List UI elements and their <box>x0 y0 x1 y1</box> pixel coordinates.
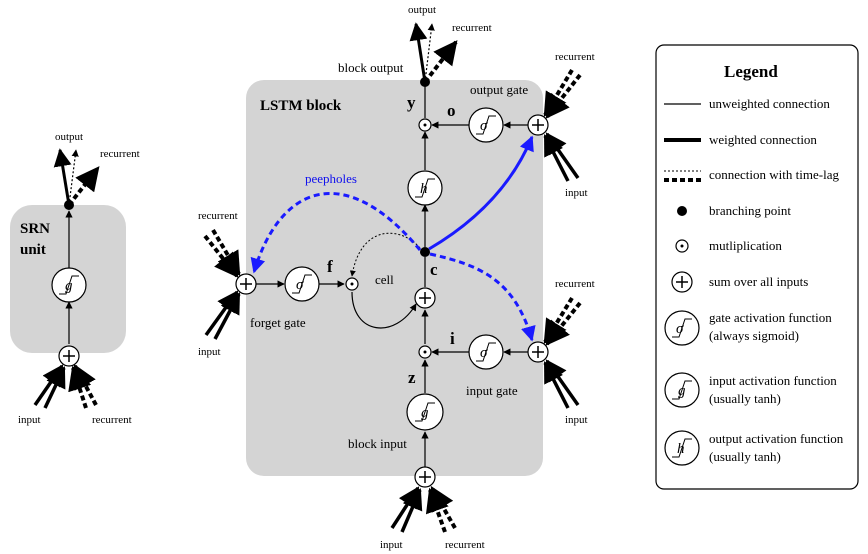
srn-recurrent-bottom-label: recurrent <box>92 414 132 426</box>
cell-branching-point <box>420 247 430 257</box>
legend-branching-point-icon <box>677 206 687 216</box>
srn-recurrent-top-label: recurrent <box>100 148 140 160</box>
srn-title-line2: unit <box>20 242 46 258</box>
lstm-title: LSTM block <box>260 98 342 114</box>
output-h-symbol: h <box>420 181 428 197</box>
srn-title-line1: SRN <box>20 221 50 237</box>
i-label: i <box>450 329 455 348</box>
legend: Legend unweighted connection weighted co… <box>655 44 859 490</box>
block-output-output-label: output <box>408 4 436 16</box>
legend-h-symbol: h <box>677 441 685 457</box>
legend-branching-label: branching point <box>709 203 791 218</box>
peephole-output <box>428 135 534 251</box>
cell-label: cell <box>375 272 394 287</box>
legend-input-line1: input activation function <box>709 373 837 388</box>
input-gate-sigma-symbol: σ <box>480 345 488 361</box>
output-gate-recurrent-label: recurrent <box>555 51 595 63</box>
legend-title: Legend <box>724 62 778 81</box>
y-label: y <box>407 93 416 112</box>
forget-gate-input-label: input <box>198 346 221 358</box>
f-label: f <box>327 257 333 276</box>
peepholes-label: peepholes <box>305 171 357 186</box>
lstm-block-background <box>246 80 543 476</box>
input-gate-recurrent-label: recurrent <box>555 278 595 290</box>
output-gate-sigma-symbol: σ <box>480 118 488 134</box>
c-label: c <box>430 260 438 279</box>
legend-sum-label: sum over all inputs <box>709 274 808 289</box>
legend-weighted-label: weighted connection <box>709 132 817 147</box>
block-output-recurrent-label: recurrent <box>452 22 492 34</box>
peephole-input <box>429 252 536 342</box>
output-gate-label: output gate <box>470 82 528 97</box>
srn-unit: SRN unit g output recurrent input recurr… <box>10 131 140 426</box>
legend-input-line2: (usually tanh) <box>709 391 781 406</box>
legend-g-symbol: g <box>678 383 686 399</box>
legend-sigma-symbol: σ <box>676 321 684 337</box>
o-label: o <box>447 101 456 120</box>
legend-output-line2: (usually tanh) <box>709 449 781 464</box>
lstm-block: LSTM block g block input input recurrent… <box>198 4 595 551</box>
srn-input-label: input <box>18 414 41 426</box>
block-output-label: block output <box>338 60 404 75</box>
legend-gate-line1: gate activation function <box>709 310 832 325</box>
legend-unweighted-label: unweighted connection <box>709 96 830 111</box>
forget-gate-label: forget gate <box>250 315 306 330</box>
legend-gate-line2: (always sigmoid) <box>709 328 799 343</box>
srn-output-label: output <box>55 131 83 143</box>
input-gate-input-label: input <box>565 414 588 426</box>
block-input-g-symbol: g <box>421 405 429 421</box>
legend-multiplication-label: mutliplication <box>709 238 782 253</box>
block-input-label: block input <box>348 436 407 451</box>
legend-box <box>655 44 859 490</box>
block-input-input-label: input <box>380 539 403 551</box>
z-label: z <box>408 368 416 387</box>
input-gate-label: input gate <box>466 383 518 398</box>
output-gate-input-label: input <box>565 187 588 199</box>
legend-output-line1: output activation function <box>709 431 844 446</box>
legend-timelag-label: connection with time-lag <box>709 167 839 182</box>
forget-gate-recurrent-label: recurrent <box>198 210 238 222</box>
srn-g-symbol: g <box>65 278 73 294</box>
block-input-recurrent-label: recurrent <box>445 539 485 551</box>
peephole-forget <box>250 192 422 274</box>
forget-gate-sigma-symbol: σ <box>296 277 304 293</box>
